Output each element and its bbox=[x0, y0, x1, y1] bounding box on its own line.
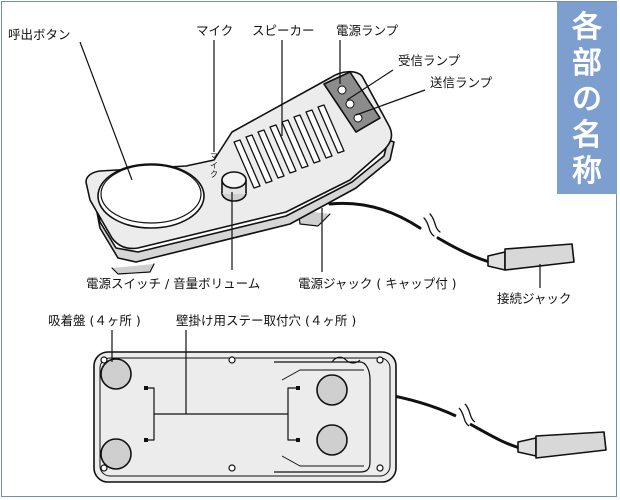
device-top-view bbox=[85, 70, 575, 275]
label-speaker: スピーカー bbox=[252, 23, 315, 38]
title-char: の bbox=[572, 82, 602, 117]
label-send-lamp: 送信ランプ bbox=[430, 75, 493, 90]
label-connection-jack: 接続ジャック bbox=[497, 291, 572, 306]
label-power-lamp: 電源ランプ bbox=[336, 23, 399, 38]
label-wall-holes: 壁掛け用ステー取付穴 (４ヶ所 ) bbox=[176, 313, 357, 328]
leader-lines-top bbox=[79, 40, 541, 288]
label-suction-cups: 吸着盤 (４ヶ所 ) bbox=[48, 313, 141, 328]
title-char: 称 bbox=[572, 154, 602, 189]
title-char: 名 bbox=[572, 118, 602, 153]
title-panel: 各 部 の 名 称 bbox=[557, 2, 617, 194]
label-mic: マイク bbox=[196, 23, 234, 38]
label-power-switch-volume: 電源スイッチ / 音量ボリューム bbox=[86, 276, 261, 291]
title-char: 部 bbox=[572, 46, 602, 81]
title-char: 各 bbox=[572, 10, 602, 45]
label-power-jack: 電源ジャック ( キャップ付 ) bbox=[298, 276, 457, 291]
device-bottom-view bbox=[93, 351, 607, 483]
label-receive-lamp: 受信ランプ bbox=[398, 53, 461, 68]
label-call-button: 呼出ボタン bbox=[8, 27, 71, 42]
leader-lines-bottom bbox=[111, 330, 187, 414]
mic-marking: マイク bbox=[210, 152, 218, 179]
